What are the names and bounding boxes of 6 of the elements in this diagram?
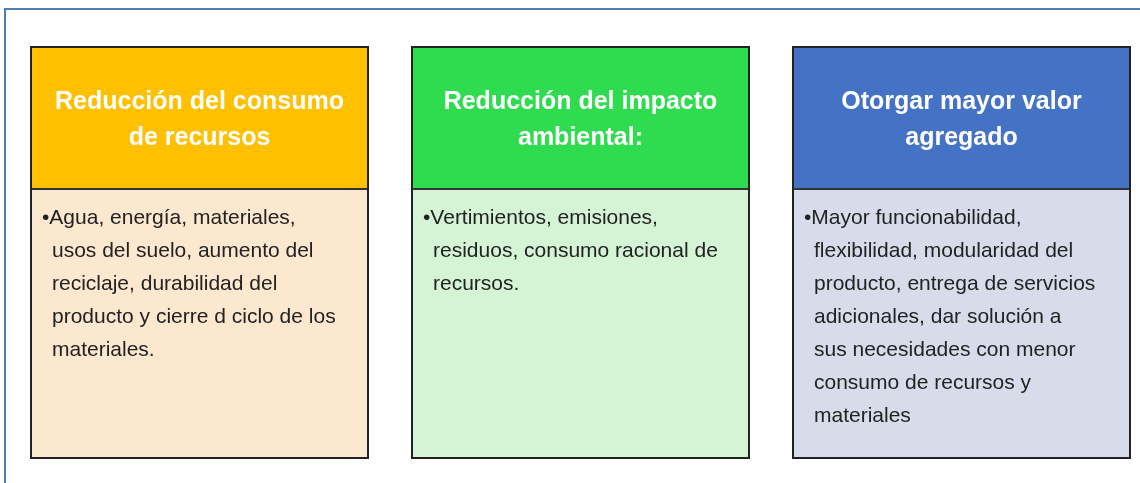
bullet-text: •Vertimientos, emisiones, residuos, consumo racional de recursos.	[413, 190, 748, 457]
bullet-text: •Mayor funcionabilidad, flexibilidad, modularidad del producto, entrega de servicios adicionales, dar solución a sus necesidades con menor consumo de recursos y materiales	[794, 190, 1129, 457]
card-heading: Reducción del impacto ambiental:	[413, 48, 748, 190]
card-heading: Otorgar mayor valor agregado	[794, 48, 1129, 190]
bullet-text: •Agua, energía, materiales, usos del suelo, aumento del reciclaje, durabilidad del producto y cierre d ciclo de los materiales.	[32, 190, 367, 457]
card-heading: Reducción del consumo de recursos	[32, 48, 367, 190]
